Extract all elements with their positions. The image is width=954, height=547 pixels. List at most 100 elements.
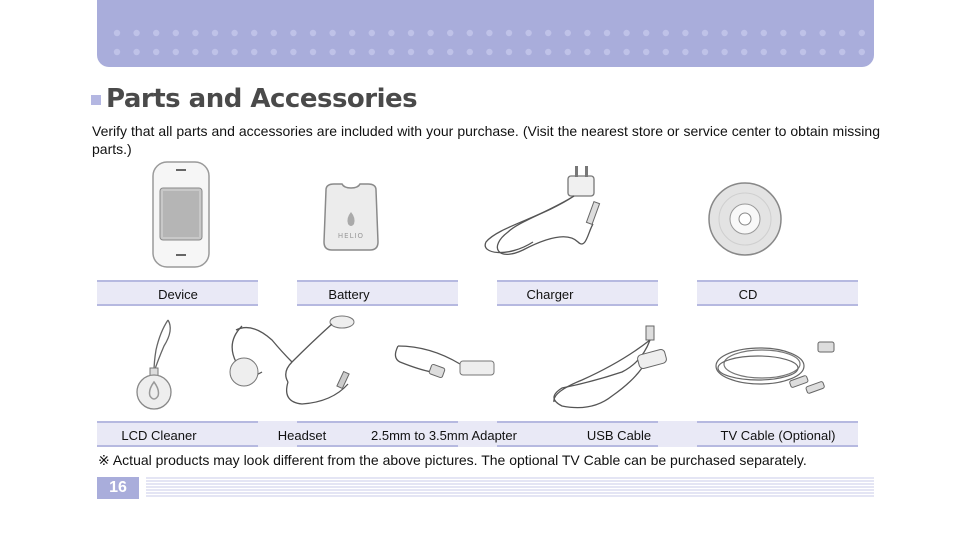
banner-dot: [760, 48, 767, 56]
banner-dot: [839, 48, 846, 56]
banner-dot: [290, 48, 297, 56]
charger-image: [484, 166, 601, 255]
headset-image: [229, 315, 355, 405]
banner-dot: [153, 29, 160, 37]
banner-dot: [211, 29, 219, 37]
banner-dot: [270, 29, 277, 37]
banner-dot: [741, 48, 748, 56]
label-battery: Battery: [328, 287, 370, 302]
banner-dot: [368, 48, 375, 56]
banner-dot: [721, 48, 728, 56]
banner-dot: [643, 29, 650, 37]
tv-cable-image: [715, 341, 835, 394]
banner-dot: [839, 29, 846, 37]
banner-dot: [584, 29, 591, 37]
banner-dot: [309, 29, 317, 37]
banner-dot: [153, 48, 160, 56]
banner-dot: [349, 29, 356, 37]
label-lcd-cleaner: LCD Cleaner: [121, 428, 197, 443]
banner-dot: [466, 29, 473, 37]
banner-dot: [427, 29, 434, 37]
banner-dot: [172, 29, 179, 37]
label-headset: Headset: [277, 428, 327, 443]
intro-text: Verify that all parts and accessories ar…: [92, 123, 880, 157]
banner-dot: [192, 48, 199, 56]
label-cd: CD: [738, 287, 758, 302]
banner-dot: [525, 29, 532, 37]
banner-dot: [349, 48, 356, 56]
banner-dot: [780, 48, 787, 56]
banner-dot: [682, 29, 689, 37]
banner-dot: [603, 29, 611, 37]
label-device: Device: [158, 287, 198, 302]
banner-dot: [133, 29, 140, 37]
banner-dot: [388, 29, 395, 37]
label-adapter: 2.5mm to 3.5mm Adapter: [371, 428, 517, 443]
banner-dot: [407, 48, 415, 56]
banner-dot: [701, 48, 709, 56]
banner-dot: [701, 29, 709, 37]
page-number: 16: [97, 477, 139, 499]
banner-dot: [486, 29, 493, 37]
label-row-2: LCD Cleaner Headset 2.5mm to 3.5mm Adapt…: [97, 421, 858, 447]
battery-logo-text: HELIO: [338, 232, 364, 240]
cd-image: [708, 182, 782, 256]
banner-dot: [133, 48, 140, 56]
banner-dot: [329, 48, 336, 56]
banner-dot: [172, 48, 179, 56]
banner-dot: [799, 29, 807, 37]
banner-dot: [721, 29, 728, 37]
banner-dot: [270, 48, 277, 56]
label-row-1: Device Battery Charger CD: [97, 280, 858, 306]
device-image: [152, 161, 210, 268]
banner-dot: [447, 29, 454, 37]
banner-dot: [564, 48, 571, 56]
banner-dot: [427, 48, 434, 56]
banner-dot: [603, 48, 611, 56]
banner-dot: [819, 29, 826, 37]
banner-dot: [662, 29, 669, 37]
banner-dot: [113, 48, 121, 56]
banner-dot: [760, 29, 767, 37]
banner-dot: [505, 48, 513, 56]
header-banner: [97, 0, 874, 67]
label-tv-cable: TV Cable (Optional): [720, 428, 836, 443]
banner-dot: [309, 48, 317, 56]
battery-image: HELIO: [323, 183, 379, 251]
label-charger: Charger: [526, 287, 574, 302]
banner-dot: [682, 48, 689, 56]
lcd-cleaner-image: [136, 319, 172, 410]
banner-dot: [799, 48, 807, 56]
banner-dot: [211, 48, 219, 56]
banner-dot: [819, 48, 826, 56]
banner-dot: [251, 29, 258, 37]
banner-dot: [231, 48, 238, 56]
adapter-image: [394, 345, 495, 379]
banner-dot: [113, 29, 121, 37]
banner-dot: [780, 29, 787, 37]
banner-dot: [251, 48, 258, 56]
label-usb-cable: USB Cable: [586, 428, 652, 443]
banner-dot: [407, 29, 415, 37]
banner-dot: [858, 29, 865, 37]
banner-dot: [643, 48, 650, 56]
banner-dot: [564, 29, 571, 37]
banner-dot: [447, 48, 454, 56]
banner-dot: [192, 29, 199, 37]
banner-dot: [623, 48, 630, 56]
banner-dot: [486, 48, 493, 56]
banner-dot: [329, 29, 336, 37]
banner-dot: [505, 29, 513, 37]
banner-dot: [584, 48, 591, 56]
banner-dot: [623, 29, 630, 37]
footnote: ※ Actual products may look different fro…: [98, 452, 807, 468]
banner-dot: [231, 29, 238, 37]
usb-cable-image: [553, 325, 667, 409]
banner-dot: [388, 48, 395, 56]
banner-dot: [741, 29, 748, 37]
banner-dot: [525, 48, 532, 56]
page-title: Parts and Accessories: [106, 84, 418, 114]
banner-dot: [662, 48, 669, 56]
banner-dot: [545, 48, 552, 56]
dot-pattern: [113, 29, 865, 56]
